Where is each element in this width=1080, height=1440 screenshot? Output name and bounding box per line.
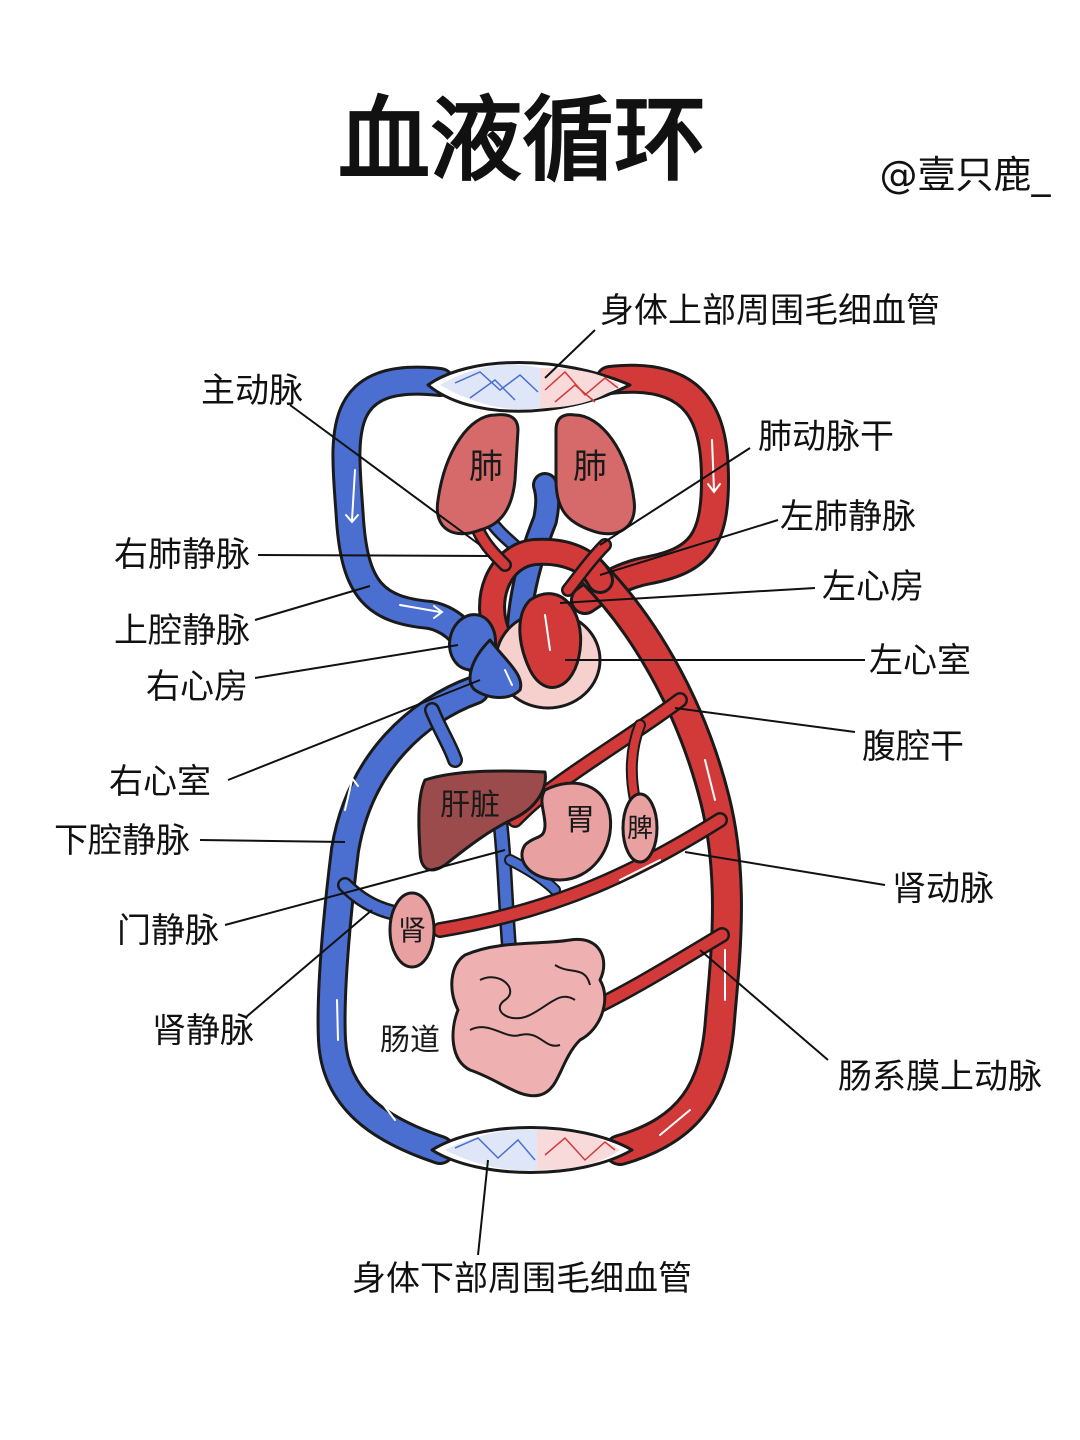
diagram-labels: 身体上部周围毛细血管 主动脉 肺动脉干 右肺静脉 左肺静脉 上腔静脉 左心房 右… — [54, 291, 1042, 1299]
spleen-label: 脾 — [627, 814, 653, 844]
upper-capillary-bed — [426, 361, 632, 413]
left-lung-label: 肺 — [573, 447, 607, 487]
author-credit: @壹只鹿_ — [879, 153, 1051, 197]
label-renal-artery: 肾动脉 — [892, 869, 994, 909]
venous-system — [316, 365, 561, 1165]
label-left-atrium: 左心房 — [822, 567, 924, 607]
left-ventricle-shape — [518, 592, 583, 689]
liver-label: 肝脏 — [440, 788, 500, 823]
abdominal-organs: 肝脏 胃 脾 肾 肠道 — [380, 769, 659, 1098]
right-ventricle-shape — [468, 638, 523, 699]
stomach-label: 胃 — [565, 803, 595, 838]
kidney — [388, 891, 436, 969]
intestine-label: 肠道 — [380, 1023, 440, 1058]
right-lung-label: 肺 — [469, 447, 503, 487]
label-inferior-vena-cava: 下腔静脉 — [54, 821, 190, 861]
label-right-pulmonary-vein: 右肺静脉 — [114, 535, 250, 575]
label-upper-capillaries: 身体上部周围毛细血管 — [600, 291, 940, 331]
kidney-label: 肾 — [398, 914, 426, 947]
label-portal-vein: 门静脉 — [117, 911, 219, 951]
label-right-atrium: 右心房 — [146, 667, 248, 707]
label-renal-vein: 肾静脉 — [152, 1011, 254, 1051]
label-left-pulmonary-vein: 左肺静脉 — [780, 497, 916, 537]
intestine — [450, 937, 607, 1098]
label-lower-capillaries: 身体下部周围毛细血管 — [352, 1259, 692, 1299]
label-pulmonary-trunk: 肺动脉干 — [758, 417, 894, 457]
label-aorta: 主动脉 — [201, 371, 303, 411]
heart — [448, 592, 602, 710]
stomach — [520, 781, 613, 882]
page-title: 血液循环 — [338, 87, 706, 194]
label-superior-mesenteric-artery: 肠系膜上动脉 — [838, 1057, 1042, 1097]
liver — [417, 769, 547, 872]
label-superior-vena-cava: 上腔静脉 — [114, 611, 250, 651]
label-celiac-trunk: 腹腔干 — [862, 727, 964, 767]
left-lung — [554, 413, 636, 536]
arterial-system — [432, 363, 743, 1166]
spleen — [621, 792, 659, 864]
label-left-ventricle: 左心室 — [869, 641, 971, 681]
right-lung — [435, 413, 520, 536]
leader-lines — [199, 329, 886, 1256]
lower-capillary-bed — [430, 1126, 634, 1174]
lungs: 肺 肺 — [435, 413, 636, 536]
label-right-ventricle: 右心室 — [109, 762, 211, 802]
